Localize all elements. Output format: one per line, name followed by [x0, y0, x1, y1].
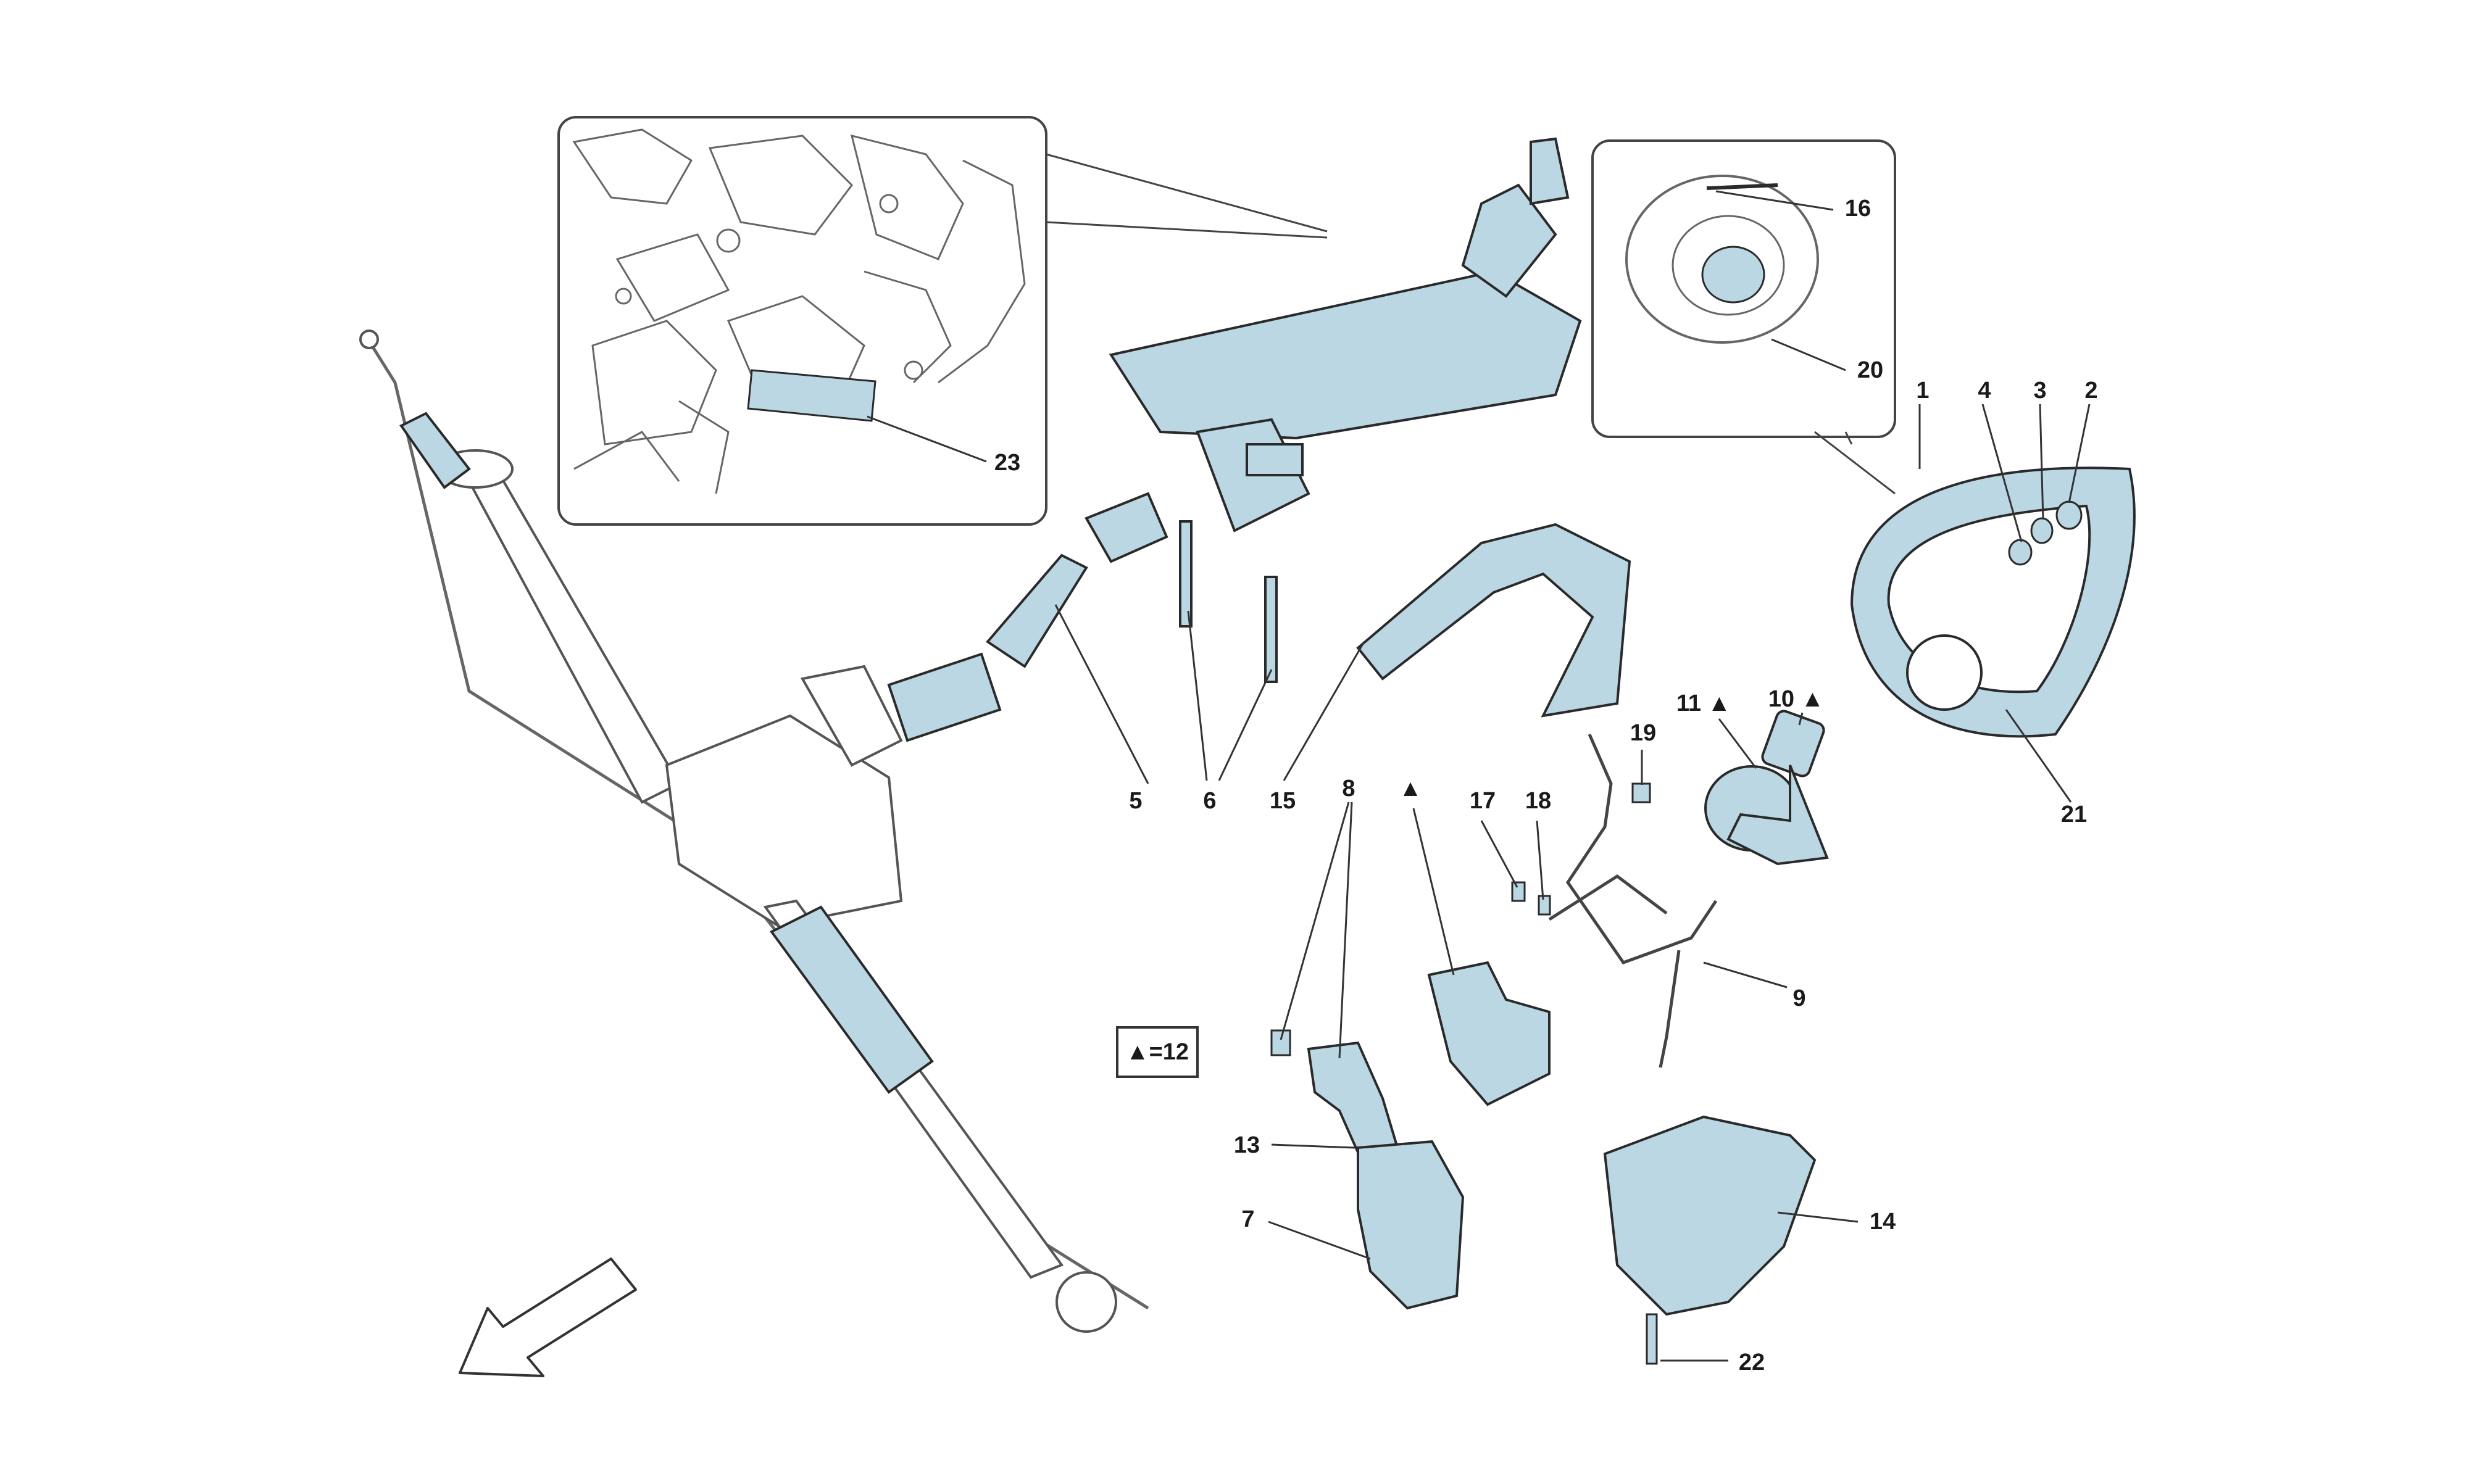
- wheel-hardware: [2008, 500, 2083, 566]
- bracket-9: [1548, 733, 1718, 1068]
- legend-box: ▲=12: [1116, 1026, 1199, 1078]
- screw-22: [1646, 1313, 1658, 1365]
- bolt-pair-6: [1179, 520, 1278, 683]
- shroud-15: [1356, 523, 1631, 718]
- label-3: 3: [2033, 378, 2046, 404]
- direction-arrow-icon: [459, 1258, 637, 1377]
- screws-17-18: [1511, 881, 1551, 916]
- label-2: 2: [2084, 378, 2097, 404]
- label-16: 16: [1845, 196, 1871, 222]
- legend-text: ▲=12: [1125, 1038, 1189, 1065]
- part-23: [747, 369, 876, 422]
- steering-wheel: [1850, 466, 2136, 738]
- label-14: 14: [1870, 1209, 1896, 1235]
- label-12-triangle: ▲: [1399, 776, 1422, 802]
- part-19: [1631, 782, 1651, 803]
- label-21: 21: [2061, 802, 2087, 827]
- detail-inset: [557, 116, 1047, 526]
- label-6: 6: [1203, 788, 1216, 814]
- label-11: 11 ▲: [1676, 690, 1731, 716]
- label-15: 15: [1270, 788, 1296, 814]
- paddle-shifter: [1726, 765, 1829, 866]
- label-8: 8: [1342, 776, 1355, 802]
- cover-14: [1603, 1115, 1817, 1316]
- switch-assembly: [1427, 961, 1551, 1106]
- leader-lines: [1054, 190, 2091, 1362]
- wheel-detail-inset: [1591, 139, 1896, 495]
- steering-column: [887, 137, 1582, 742]
- label-1: 1: [1916, 378, 1929, 404]
- label-10: 10 ▲: [1768, 686, 1824, 712]
- label-7: 7: [1241, 1206, 1254, 1232]
- label-22: 22: [1739, 1349, 1765, 1375]
- label-9: 9: [1792, 985, 1805, 1011]
- label-5: 5: [1129, 788, 1142, 814]
- label-20: 20: [1857, 357, 1883, 383]
- rack-bellows: [399, 412, 934, 1094]
- inset-linework: [572, 128, 1026, 494]
- part-labels: 23 16 20 1 4 3 2 5 6 15 8 ▲ 17 18 19 11 …: [994, 196, 2098, 1375]
- label-13: 13: [1234, 1132, 1260, 1158]
- label-23: 23: [994, 450, 1020, 476]
- label-17: 17: [1470, 788, 1496, 814]
- label-18: 18: [1525, 788, 1551, 814]
- label-19: 19: [1630, 720, 1656, 746]
- module-7: [1357, 1140, 1465, 1310]
- switch-10: [1761, 710, 1825, 777]
- label-4: 4: [1978, 378, 1991, 404]
